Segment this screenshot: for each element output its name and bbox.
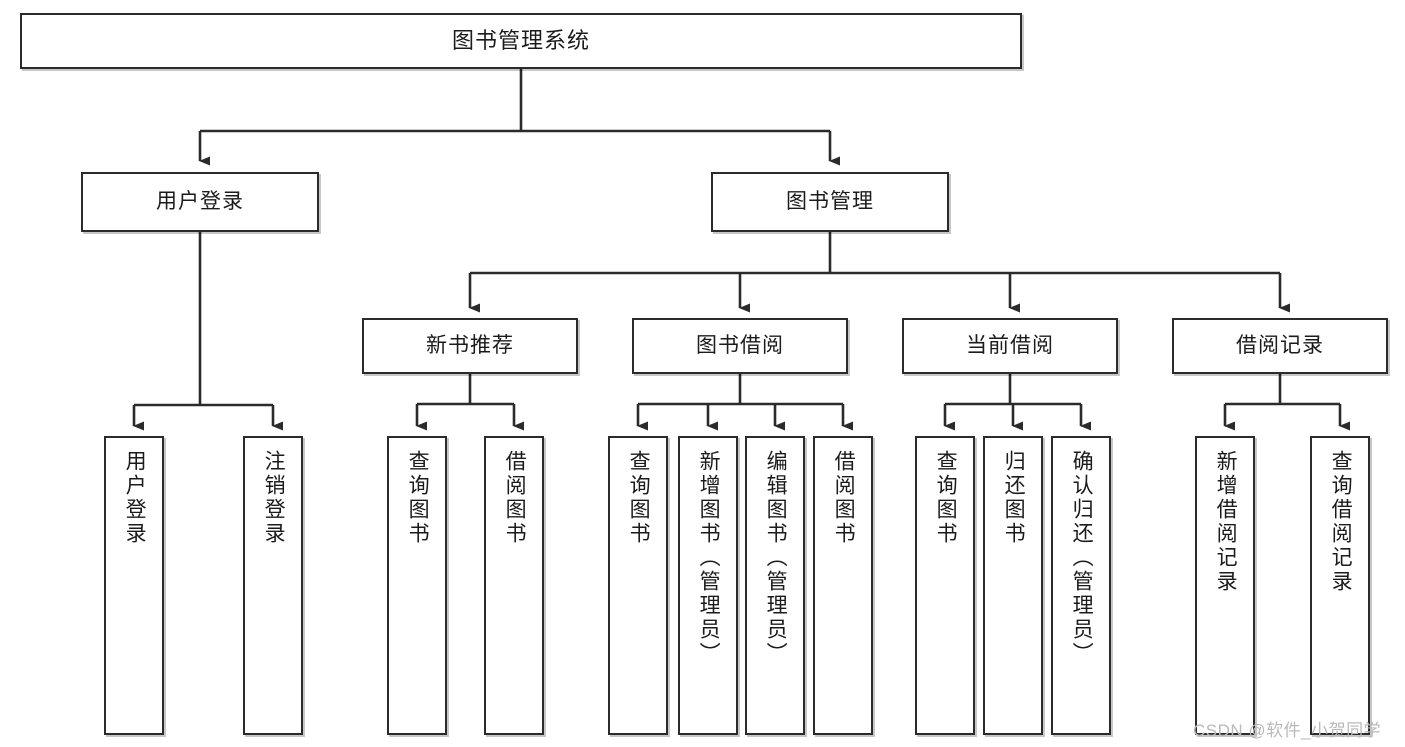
node-new-book-recommend[interactable]: 新书推荐 <box>362 318 578 374</box>
leaf-node[interactable]: 查询图书 <box>608 436 668 735</box>
leaf-node-label: 用户登录 <box>123 450 147 546</box>
leaf-node-label: 新增图书（管理员） <box>697 450 721 666</box>
leaf-node[interactable]: 用户登录 <box>104 436 164 735</box>
leaf-node-label: 借阅图书 <box>832 450 856 546</box>
node-borrow-records-label: 借阅记录 <box>1236 334 1324 358</box>
leaf-node-label: 借阅图书 <box>503 450 527 546</box>
node-current-borrow-label: 当前借阅 <box>966 334 1054 358</box>
node-user-login[interactable]: 用户登录 <box>81 172 319 232</box>
node-root-label: 图书管理系统 <box>451 27 590 53</box>
leaf-node[interactable]: 注销登录 <box>243 436 303 735</box>
leaf-node-label: 编辑图书（管理员） <box>764 450 788 666</box>
leaf-node-label: 新增借阅记录 <box>1214 450 1238 594</box>
leaf-node[interactable]: 新增图书（管理员） <box>678 436 738 735</box>
leaf-node-label: 确认归还（管理员） <box>1070 450 1094 666</box>
node-book-borrow-label: 图书借阅 <box>696 334 784 358</box>
leaf-node-label: 注销登录 <box>262 450 286 546</box>
leaf-node-label: 查询图书 <box>627 450 651 546</box>
node-book-management-label: 图书管理 <box>786 190 874 214</box>
node-current-borrow[interactable]: 当前借阅 <box>902 318 1118 374</box>
leaf-node-label: 查询借阅记录 <box>1329 450 1353 594</box>
node-borrow-records[interactable]: 借阅记录 <box>1172 318 1388 374</box>
leaf-node-label: 查询图书 <box>406 450 430 546</box>
leaf-node[interactable]: 查询图书 <box>915 436 975 735</box>
node-new-book-recommend-label: 新书推荐 <box>426 334 514 358</box>
leaf-node[interactable]: 归还图书 <box>983 436 1043 735</box>
node-book-management[interactable]: 图书管理 <box>711 172 949 232</box>
leaf-node[interactable]: 新增借阅记录 <box>1195 436 1255 735</box>
node-root-system[interactable]: 图书管理系统 <box>20 13 1022 69</box>
leaf-node[interactable]: 编辑图书（管理员） <box>745 436 805 735</box>
csdn-watermark: CSDN @软件_小贺同学 <box>1193 721 1382 740</box>
node-user-login-label: 用户登录 <box>156 190 244 214</box>
leaf-node-label: 查询图书 <box>934 450 958 546</box>
leaf-node-label: 归还图书 <box>1002 450 1026 546</box>
leaf-node[interactable]: 查询图书 <box>387 436 447 735</box>
leaf-node[interactable]: 借阅图书 <box>813 436 873 735</box>
leaf-node[interactable]: 查询借阅记录 <box>1310 436 1370 735</box>
node-book-borrow[interactable]: 图书借阅 <box>632 318 848 374</box>
leaf-node[interactable]: 确认归还（管理员） <box>1051 436 1111 735</box>
leaf-node[interactable]: 借阅图书 <box>484 436 544 735</box>
